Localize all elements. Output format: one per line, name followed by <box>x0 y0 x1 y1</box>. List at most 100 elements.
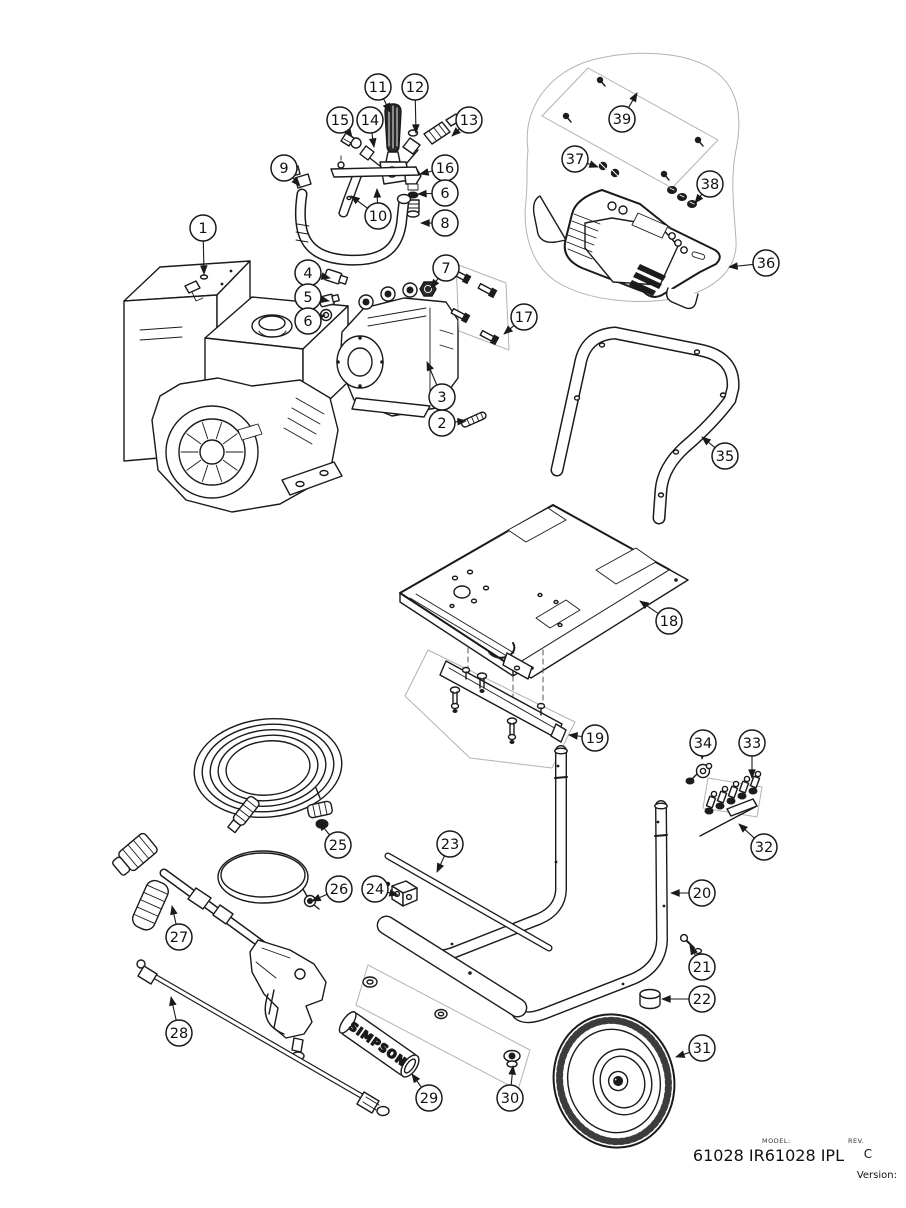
leader-line <box>170 905 178 925</box>
callout-4: 4 <box>294 259 331 287</box>
callout-10: 10 <box>350 188 392 230</box>
callout-38: 38 <box>694 170 724 204</box>
callout-number: 25 <box>329 838 347 854</box>
cleaning-tool-32 <box>699 798 758 837</box>
callout-circle <box>496 1084 524 1112</box>
callout-circle <box>750 833 778 861</box>
callout-number: 14 <box>361 113 379 129</box>
fuel-shutoff-knob <box>184 280 204 302</box>
callout-number: 9 <box>279 161 288 177</box>
callout-circle <box>165 1019 193 1047</box>
callout-34: 34 <box>689 729 717 760</box>
callout-number: 17 <box>515 310 533 326</box>
leader-line <box>451 127 461 137</box>
gun-nozzle-holder <box>112 832 158 876</box>
callout-circle <box>455 106 483 134</box>
leader-line <box>387 889 399 897</box>
carriage-bolt <box>476 672 488 693</box>
callout-21: 21 <box>688 945 716 981</box>
callout-circle <box>688 985 716 1013</box>
version-label: Version: <box>857 1170 897 1181</box>
leader-line <box>639 600 659 615</box>
callout-number: 34 <box>694 736 712 752</box>
leader-line <box>419 168 433 176</box>
callout-number: 7 <box>441 261 450 277</box>
callout-circle <box>711 442 739 470</box>
foot-cap <box>639 988 661 1010</box>
leader-line <box>169 996 177 1021</box>
panel-screws-39 <box>562 76 704 181</box>
base-plate <box>399 504 689 680</box>
bumper-tube <box>376 915 528 1018</box>
leader-line <box>728 262 754 270</box>
callout-7: 7 <box>430 254 460 289</box>
callout-circle <box>688 879 716 907</box>
leader-line <box>503 324 515 335</box>
callout-29: 29 <box>411 1073 443 1112</box>
callout-circle <box>361 875 389 903</box>
callout-number: 16 <box>436 161 454 177</box>
callout-circle <box>688 953 716 981</box>
callout-circle <box>752 249 780 277</box>
callout-25: 25 <box>318 821 352 859</box>
callout-number: 19 <box>586 731 604 747</box>
leader-line <box>411 1073 422 1088</box>
leader-line <box>426 361 438 386</box>
callout-number: 5 <box>303 290 312 306</box>
pump-assembly <box>336 282 459 418</box>
callout-number: 12 <box>406 80 424 96</box>
panel-screws-37 <box>598 161 620 178</box>
callout-number: 33 <box>743 736 761 752</box>
hex-screw <box>536 702 546 716</box>
leader-line <box>411 99 420 134</box>
callout-number: 23 <box>441 837 459 853</box>
callout-26: 26 <box>311 875 353 903</box>
callout-number: 8 <box>440 216 449 232</box>
callout-circle <box>325 875 353 903</box>
panel-plugs-38 <box>667 186 697 208</box>
leader-line <box>701 436 716 449</box>
gun-side-grip <box>131 879 169 931</box>
callout-8: 8 <box>420 209 459 237</box>
callout-circle <box>738 729 766 757</box>
callout-number: 1 <box>198 221 207 237</box>
callout-1: 1 <box>189 214 217 275</box>
callout-number: 30 <box>501 1091 519 1107</box>
callout-6: 6 <box>294 307 326 335</box>
leader-line <box>343 127 353 138</box>
carriage-bolt <box>449 686 461 713</box>
callout-circle <box>165 923 193 951</box>
callout-circle <box>364 73 392 101</box>
engine-assembly <box>123 260 349 513</box>
hose-loop <box>217 850 320 910</box>
callout-circle <box>431 209 459 237</box>
frame-legs <box>376 748 668 1018</box>
nozzle <box>726 780 740 805</box>
callout-number: 38 <box>701 177 719 193</box>
callout-circle <box>696 170 724 198</box>
callout-number: 32 <box>755 840 773 856</box>
callout-37: 37 <box>561 145 599 173</box>
nozzle <box>748 770 762 795</box>
callout-number: 24 <box>366 882 384 898</box>
callout-circle <box>510 303 538 331</box>
leader-line <box>368 132 377 148</box>
callout-14: 14 <box>356 106 384 148</box>
leader-line <box>508 1065 517 1086</box>
callout-30: 30 <box>496 1065 524 1112</box>
callout-9: 9 <box>270 154 301 187</box>
model-label: MODEL: <box>762 1137 791 1145</box>
callout-19: 19 <box>568 724 609 752</box>
leader-line <box>675 1050 690 1058</box>
callout-16: 16 <box>419 154 459 182</box>
rev-label: REV. <box>848 1137 864 1145</box>
leader-line <box>689 945 698 956</box>
leader-line <box>454 417 467 426</box>
callout-5: 5 <box>294 283 330 311</box>
leader-line <box>738 823 755 839</box>
callout-circle <box>608 105 636 133</box>
hose-coupling <box>227 795 260 834</box>
callout-circle <box>356 106 384 134</box>
high-pressure-hose <box>193 717 343 834</box>
